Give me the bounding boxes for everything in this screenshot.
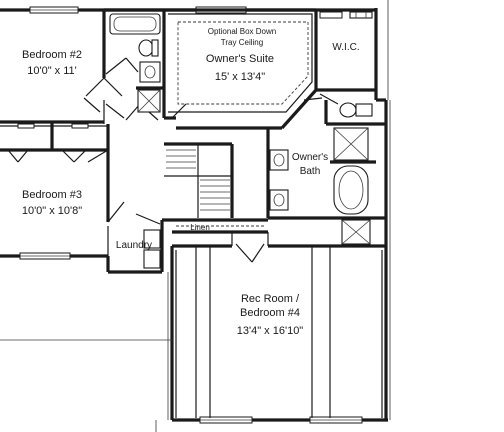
owners-suite-size: 15' x 13'4" <box>215 71 265 83</box>
laundry-linen: Laundry Linen <box>116 213 269 272</box>
owners-bath: Owner's Bath <box>266 100 386 220</box>
hall-bath <box>104 8 166 118</box>
rec-room-label-1: Rec Room / <box>241 293 300 305</box>
bedroom-2-size: 10'0" x 11' <box>27 65 77 77</box>
bedroom-3-size: 10'0" x 10'8" <box>22 205 82 217</box>
owners-suite-note-1: Optional Box Down <box>208 27 276 36</box>
bedroom-3-label: Bedroom #3 <box>22 189 82 201</box>
rec-room: Rec Room / Bedroom #4 13'4" x 16'10" <box>172 219 386 418</box>
rec-room-size: 13'4" x 16'10" <box>237 325 304 337</box>
staircase <box>164 142 234 218</box>
linen-label: Linen <box>190 223 210 232</box>
bedroom-2-label: Bedroom #2 <box>22 49 82 61</box>
owners-bath-label-1: Owner's <box>292 152 328 163</box>
rec-room-label-2: Bedroom #4 <box>240 307 300 319</box>
owners-bath-label-2: Bath <box>300 166 321 177</box>
bedroom-2: Bedroom #2 10'0" x 11' <box>22 10 125 124</box>
owners-suite-label: Owner's Suite <box>206 53 274 65</box>
owners-suite-note-2: Tray Ceiling <box>221 38 263 47</box>
owners-suite: Optional Box Down Tray Ceiling Owner's S… <box>164 8 323 130</box>
wic-label: W.I.C. <box>332 42 359 53</box>
exterior-guides <box>0 0 391 432</box>
bedroom-3: Bedroom #3 10'0" x 10'8" <box>0 122 125 256</box>
laundry-label: Laundry <box>116 240 152 251</box>
walk-in-closet: W.I.C. <box>316 11 376 105</box>
